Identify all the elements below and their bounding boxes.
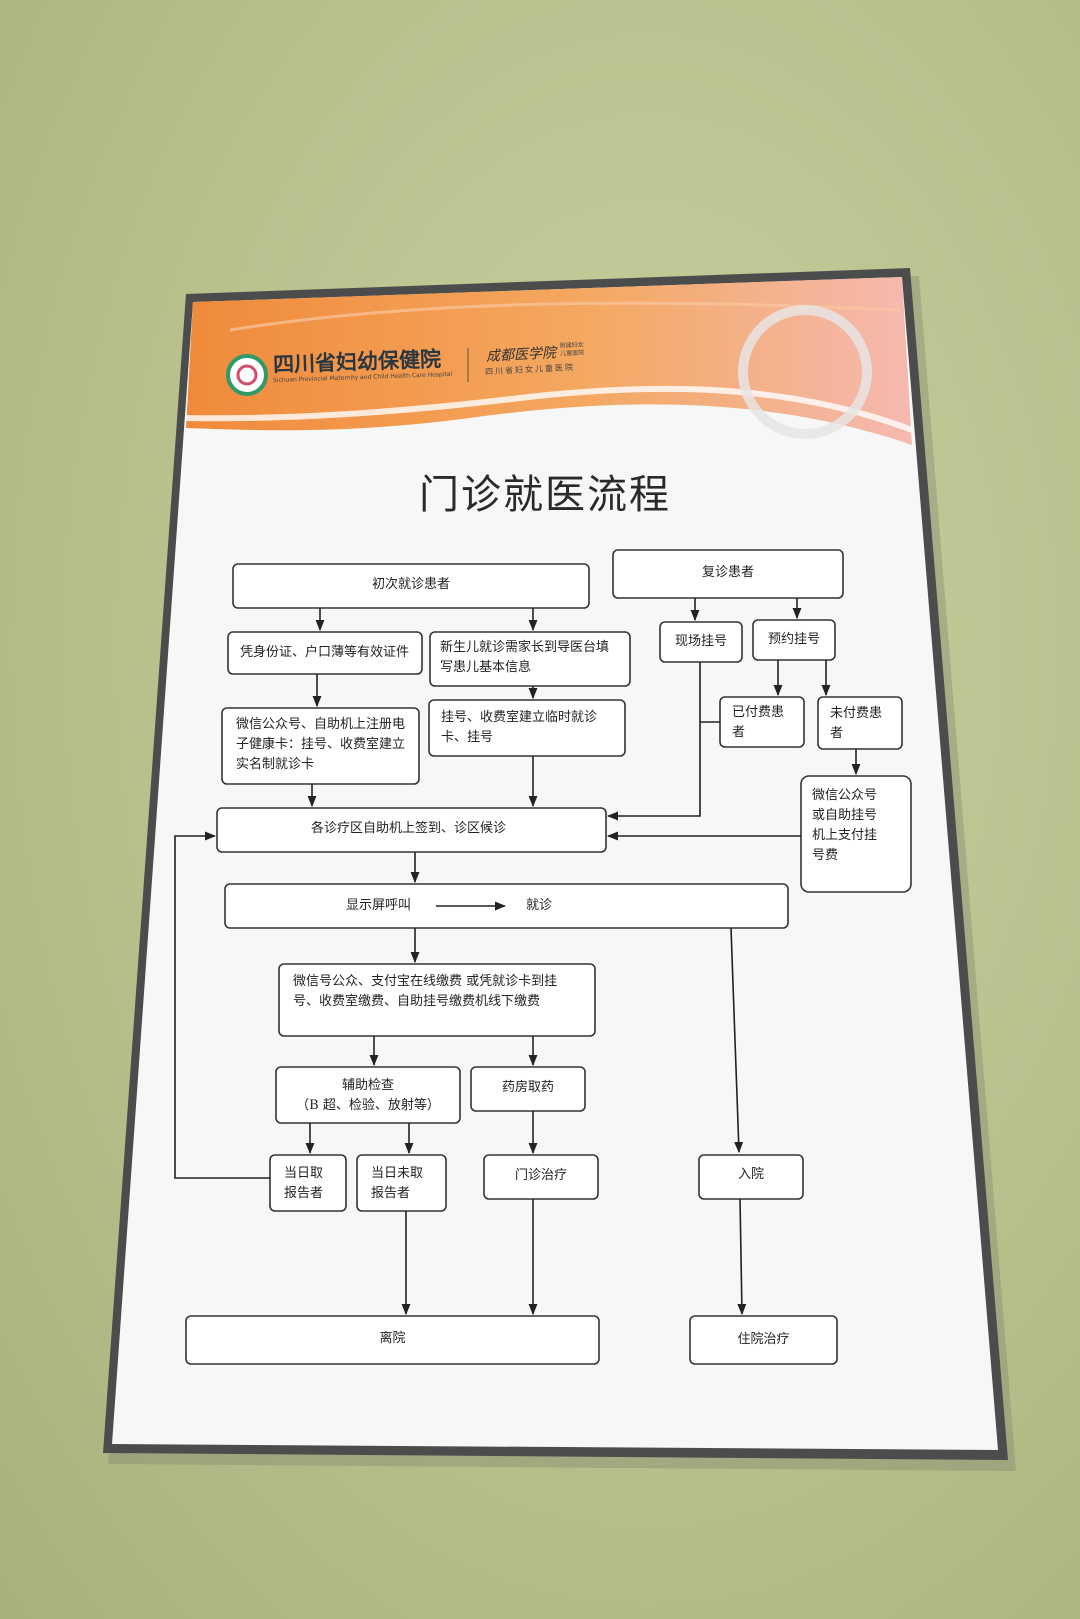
label-onsite-reg: 现场挂号: [674, 634, 727, 649]
label-temp-card: 挂号、收费室建立临时就诊 卡、挂号: [441, 710, 598, 745]
box-first-visit: [232, 563, 590, 609]
box-wechat-pay-reg: [800, 775, 912, 893]
label-not-same-day: 当日未取 报告者: [371, 1166, 424, 1201]
label-outpatient-tx: 门诊治疗: [514, 1168, 567, 1183]
label-screen-call: 显示屏呼叫: [346, 898, 412, 913]
box-temp-card: [428, 699, 626, 757]
box-pharmacy: [470, 1066, 586, 1112]
box-onsite-reg: [659, 621, 743, 663]
box-unpaid: [817, 696, 903, 750]
header-banner: [186, 277, 912, 445]
banner-line: [229, 301, 901, 332]
logo-inner: [236, 364, 258, 386]
label-aux-exam: 辅助检查 （B 超、检验、放射等）: [296, 1078, 440, 1113]
label-paid: 已付费患 者: [732, 705, 785, 740]
box-admission: [698, 1154, 804, 1200]
box-discharge: [185, 1315, 600, 1365]
banner-swoosh: [185, 385, 914, 433]
decor-ring: [738, 305, 872, 439]
box-return-visit: [612, 549, 844, 599]
box-wechat-register: [221, 707, 420, 785]
flow-arrows: [174, 598, 861, 1316]
label-unpaid: 未付费患 者: [830, 706, 883, 741]
box-id-docs: [227, 631, 423, 675]
box-outpatient-tx: [483, 1154, 599, 1200]
label-wechat-pay-reg: 微信公众号 或自助挂号 机上支付挂 号费: [812, 788, 878, 863]
box-aux-exam: [275, 1066, 461, 1124]
flow-boxes: [185, 549, 912, 1365]
label-return-visit: 复诊患者: [701, 565, 754, 580]
label-wechat-register: 微信公众号、自助机上注册电 子健康卡：挂号、收费室建立 实名制就诊卡: [236, 717, 406, 772]
box-same-day: [269, 1154, 347, 1212]
label-id-docs: 凭身份证、户口薄等有效证件: [240, 645, 410, 660]
label-inpatient-tx: 住院治疗: [737, 1332, 790, 1347]
box-appt-reg: [752, 619, 836, 661]
label-discharge: 离院: [379, 1331, 406, 1346]
label-pharmacy: 药房取药: [501, 1080, 554, 1095]
label-checkin: 各诊疗区自助机上签到、诊区候诊: [311, 821, 507, 836]
hospital-logo-icon: [226, 354, 268, 396]
box-screen-call: [224, 883, 789, 929]
partner-subtitle: 附属妇女 儿童医院: [559, 341, 585, 358]
label-admission: 入院: [737, 1167, 764, 1182]
box-inpatient-tx: [689, 1315, 838, 1365]
box-checkin: [216, 807, 607, 853]
label-first-visit: 初次就诊患者: [371, 577, 450, 592]
page-title: 门诊就医流程: [419, 472, 671, 518]
box-payment: [278, 963, 596, 1037]
box-newborn: [429, 631, 631, 687]
label-appt-reg: 预约挂号: [767, 632, 820, 647]
label-consult: 就诊: [526, 898, 553, 913]
label-same-day: 当日取 报告者: [284, 1166, 324, 1201]
label-payment: 微信号公众、支付宝在线缴费 或凭就诊卡到挂 号、收费室缴费、自助挂号缴费机线下缴…: [293, 974, 558, 1009]
label-newborn: 新生儿就诊需家长到导医台填 写患儿基本信息: [440, 640, 610, 675]
box-not-same-day: [356, 1154, 447, 1212]
